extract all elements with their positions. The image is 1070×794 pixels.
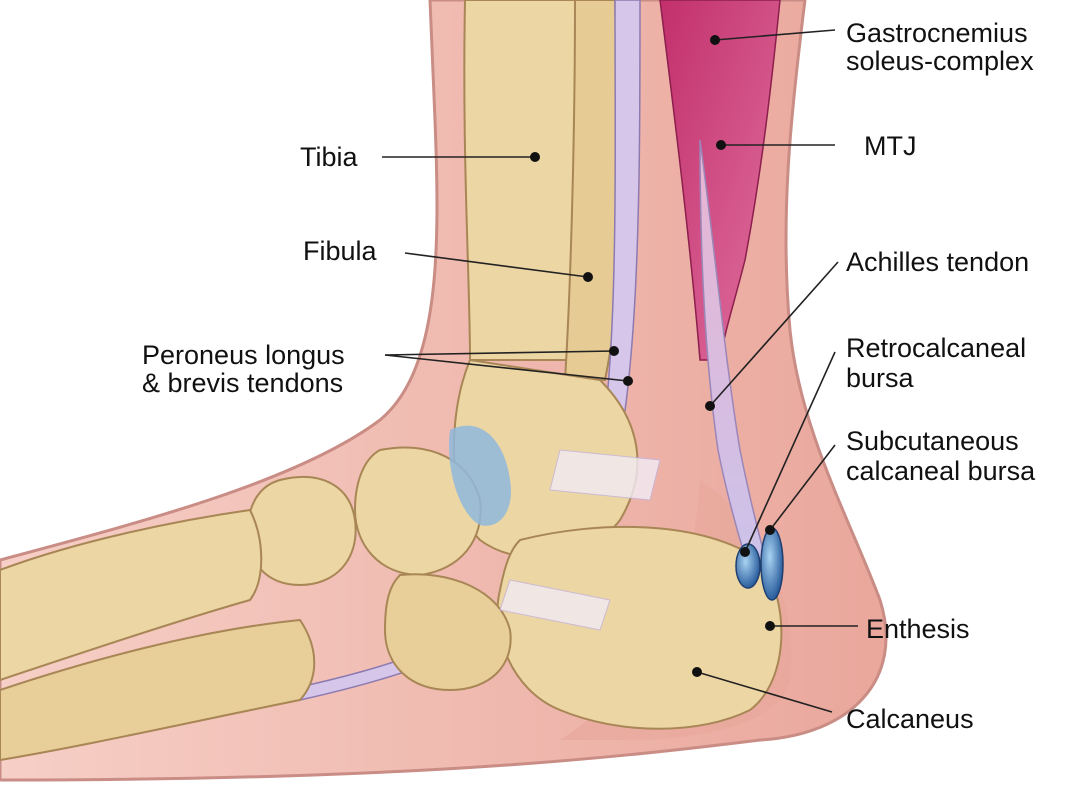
dot-enthesis <box>765 621 775 631</box>
label-retrocalcaneal-line2: bursa <box>846 363 915 393</box>
dot-gastrocnemius <box>710 35 720 45</box>
label-retrocalcaneal-line1: Retrocalcaneal <box>846 333 1026 363</box>
dot-peroneus-longus <box>609 346 619 356</box>
label-subcutaneous-line1: Subcutaneous <box>846 426 1019 456</box>
label-subcutaneous-line2: calcaneal bursa <box>846 456 1036 486</box>
label-mtj: MTJ <box>864 131 916 161</box>
dot-fibula <box>583 272 593 282</box>
label-enthesis: Enthesis <box>866 614 970 644</box>
label-gastrocnemius-line2: soleus-complex <box>846 46 1034 76</box>
dot-subcutaneous <box>765 525 775 535</box>
label-achilles: Achilles tendon <box>846 247 1029 277</box>
dot-peroneus-brevis <box>623 376 633 386</box>
dot-tibia <box>530 152 540 162</box>
label-tibia: Tibia <box>300 142 359 172</box>
label-peroneus-line1: Peroneus longus <box>142 340 345 370</box>
subcutaneous-calcaneal-bursa <box>761 528 783 600</box>
dot-mtj <box>716 140 726 150</box>
label-fibula: Fibula <box>303 236 378 266</box>
dot-retrocalcaneal <box>740 547 750 557</box>
cuneiform-bones <box>248 477 356 585</box>
dot-achilles <box>705 401 715 411</box>
dot-calcaneus <box>692 667 702 677</box>
label-peroneus-line2: & brevis tendons <box>142 368 343 398</box>
label-calcaneus: Calcaneus <box>846 704 974 734</box>
label-gastrocnemius-line1: Gastrocnemius <box>846 18 1028 48</box>
